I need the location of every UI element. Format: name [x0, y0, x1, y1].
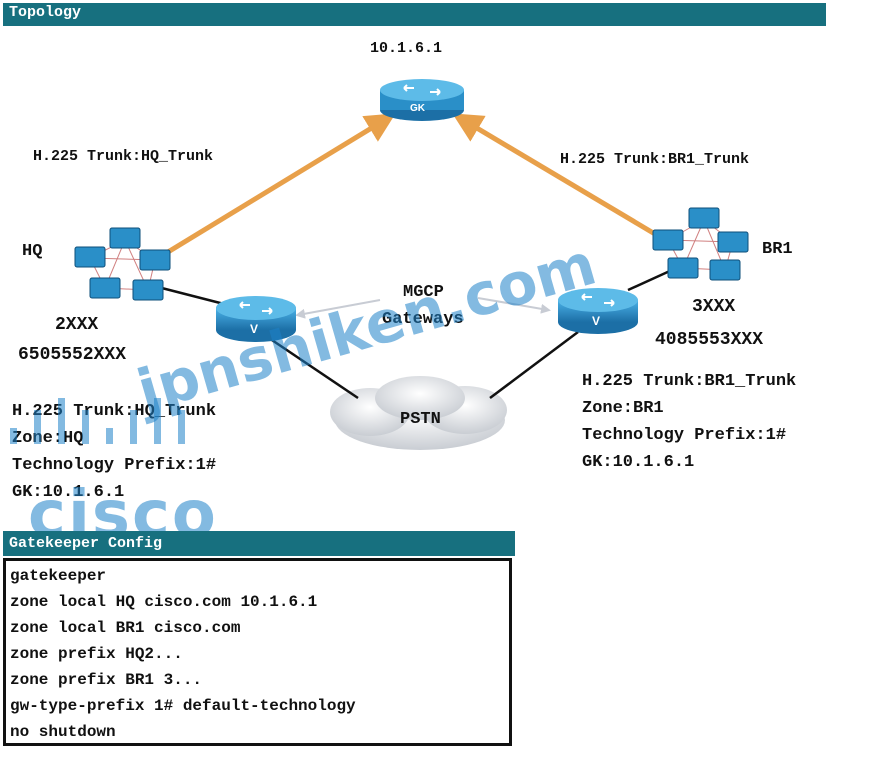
config-line: zone local BR1 cisco.com [10, 619, 241, 637]
config-line: zone prefix HQ2... [10, 645, 183, 663]
hq-trunk-label: H.225 Trunk:HQ_Trunk [33, 148, 214, 165]
config-line: no shutdown [10, 723, 116, 741]
hq-info-tech-prefix: Technology Prefix:1# [12, 456, 217, 475]
br1-to-gateway-link [627, 268, 673, 292]
br1-trunk-label: H.225 Trunk:BR1_Trunk [560, 151, 750, 168]
mgcp-arrow-right [477, 297, 551, 314]
config-line: gw-type-prefix 1# default-technology [10, 697, 356, 715]
br1-voice-gateway-icon [558, 288, 638, 334]
hq-info-trunk: H.225 Trunk:HQ_Trunk [12, 402, 217, 421]
mgcp-arrow-left [295, 299, 381, 319]
hq-site-name: HQ [22, 242, 43, 261]
topology-header: Topology [3, 3, 826, 26]
gk-device-label: GK [410, 103, 425, 114]
mgcp-label-line1: MGCP [403, 283, 444, 302]
pstn-label: PSTN [400, 410, 441, 429]
br1-callmanager-cluster-icon [652, 207, 749, 281]
hq-info-gk: GK:10.1.6.1 [12, 483, 125, 502]
br1-gateway-to-pstn-link [489, 331, 579, 399]
br1-info-zone: Zone:BR1 [582, 399, 664, 418]
mgcp-label-line2: Gateways [382, 310, 464, 329]
hq-trunk-arrow [166, 113, 396, 255]
gatekeeper-config-header: Gatekeeper Config [3, 531, 515, 556]
br1-site-name: BR1 [762, 240, 793, 259]
br1-info-gk: GK:10.1.6.1 [582, 453, 695, 472]
hq-info-zone: Zone:HQ [12, 429, 84, 448]
br1-trunk-arrow [452, 113, 662, 240]
hq-extension-pattern: 2XXX [55, 315, 99, 335]
hq-gateway-to-pstn-link [259, 330, 359, 400]
config-line: zone local HQ cisco.com 10.1.6.1 [10, 593, 318, 611]
br1-gateway-v-label: V [592, 314, 601, 328]
hq-voice-gateway-icon [216, 296, 296, 342]
br1-info-trunk: H.225 Trunk:BR1_Trunk [582, 372, 797, 391]
gatekeeper-router-icon [380, 79, 464, 121]
hq-gateway-v-label: V [250, 322, 259, 336]
config-line: zone prefix BR1 3... [10, 671, 203, 689]
config-line: gatekeeper [10, 567, 107, 585]
br1-did-pattern: 4085553XXX [655, 330, 764, 350]
pstn-cloud [330, 376, 507, 450]
gatekeeper-config-box: gatekeeper zone local HQ cisco.com 10.1.… [3, 558, 512, 746]
hq-callmanager-cluster-icon [74, 227, 171, 301]
gk-ip-label: 10.1.6.1 [370, 40, 443, 57]
hq-did-pattern: 6505552XXX [18, 345, 127, 365]
br1-info-tech-prefix: Technology Prefix:1# [582, 426, 787, 445]
br1-extension-pattern: 3XXX [692, 297, 736, 317]
